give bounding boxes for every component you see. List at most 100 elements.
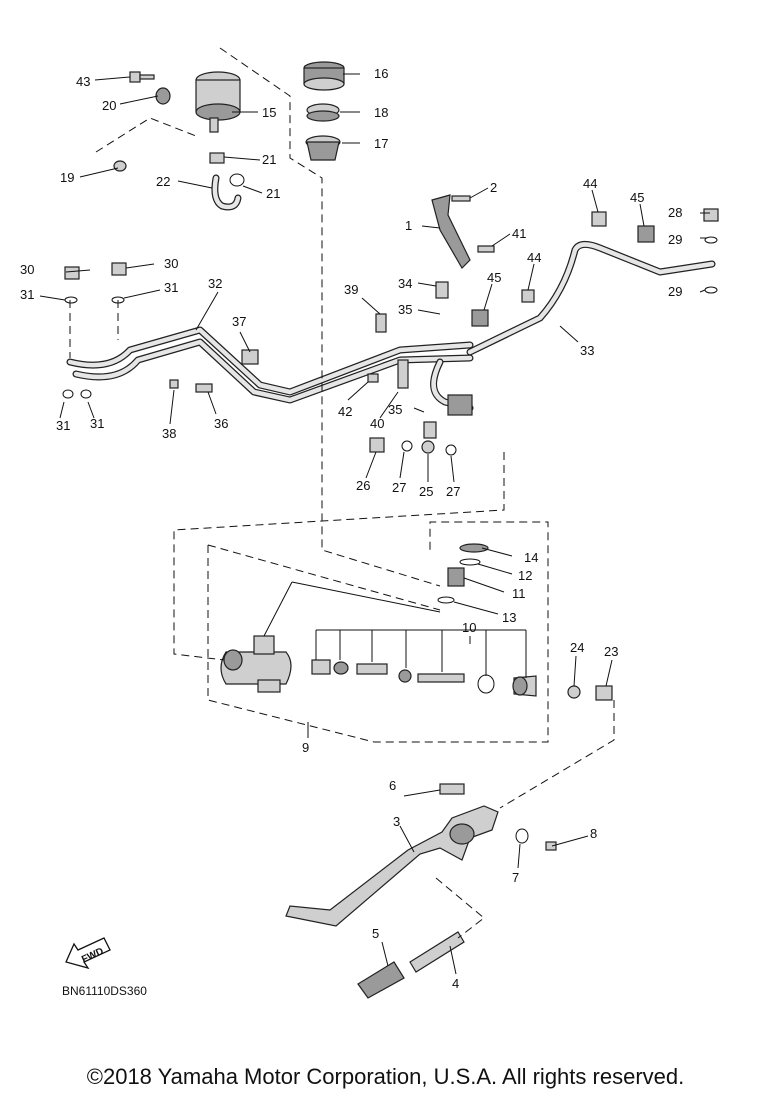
washer-31d[interactable] (80, 389, 92, 399)
callout-4: 4 (452, 976, 459, 991)
callout-2: 2 (490, 180, 497, 195)
brake-pipe-32[interactable] (66, 326, 474, 404)
fwd-arrow-icon: FWD (65, 937, 111, 970)
hose-junction[interactable] (430, 358, 474, 416)
union-bolt-30a[interactable] (64, 266, 80, 280)
callout-20: 20 (102, 98, 116, 113)
bolt-26[interactable] (369, 437, 385, 453)
callout-23: 23 (604, 644, 618, 659)
clip-36[interactable] (195, 383, 213, 393)
washer-31a[interactable] (64, 296, 78, 304)
fitting-34[interactable] (435, 281, 449, 299)
brake-pedal[interactable] (285, 805, 499, 927)
callout-25: 25 (419, 484, 433, 499)
bolt-19[interactable] (113, 160, 127, 172)
washer-29b[interactable] (704, 286, 718, 294)
callout-8: 8 (590, 826, 597, 841)
washer-27b[interactable] (445, 444, 457, 456)
brake-hose-33[interactable] (466, 241, 716, 356)
callout-19: 19 (60, 170, 74, 185)
callout-36: 36 (214, 416, 228, 431)
callout-3: 3 (393, 814, 400, 829)
callout-9: 9 (302, 740, 309, 755)
callout-31d: 31 (90, 416, 104, 431)
callout-31c: 31 (56, 418, 70, 433)
clip-37[interactable] (241, 349, 259, 365)
clip-2[interactable] (451, 195, 471, 202)
callout-31a: 31 (20, 287, 34, 302)
nut-24[interactable] (567, 685, 581, 699)
union-bolt-28[interactable] (703, 208, 719, 222)
bracket-1[interactable] (431, 194, 471, 269)
bolt-38[interactable] (169, 379, 179, 389)
callout-27b: 27 (446, 484, 460, 499)
callout-27a: 27 (392, 480, 406, 495)
callout-45b: 45 (487, 270, 501, 285)
union-bolt-30b[interactable] (111, 262, 127, 276)
cotter-pin-8[interactable] (545, 841, 557, 851)
callout-35b: 35 (388, 402, 402, 417)
union-25[interactable] (421, 440, 435, 454)
callout-39: 39 (344, 282, 358, 297)
grommet-20[interactable] (155, 87, 171, 105)
holder-45b[interactable] (471, 309, 489, 327)
callout-42: 42 (338, 404, 352, 419)
reservoir-cap[interactable] (303, 61, 345, 91)
banjo-35[interactable] (423, 421, 437, 439)
reservoir-tank[interactable] (195, 71, 241, 133)
pin-6[interactable] (439, 783, 465, 795)
callout-11: 11 (512, 586, 526, 601)
callout-26: 26 (356, 478, 370, 493)
callout-5: 5 (372, 926, 379, 941)
callout-28: 28 (668, 205, 682, 220)
callout-1: 1 (405, 218, 412, 233)
callout-30b: 30 (164, 256, 178, 271)
callout-17: 17 (374, 136, 388, 151)
callout-33: 33 (580, 343, 594, 358)
bolt-43[interactable] (129, 71, 155, 83)
callout-34: 34 (398, 276, 412, 291)
callout-41: 41 (512, 226, 526, 241)
inlet-fitting-11[interactable] (447, 567, 465, 587)
callout-44b: 44 (527, 250, 541, 265)
reservoir-hose[interactable] (211, 174, 242, 211)
cylinder-kit-10[interactable] (311, 659, 537, 697)
cap-plate[interactable] (306, 103, 340, 122)
joint-23[interactable] (595, 685, 613, 701)
callout-45a: 45 (630, 190, 644, 205)
master-cylinder[interactable] (220, 635, 292, 693)
diaphragm[interactable] (305, 135, 341, 161)
callout-32: 32 (208, 276, 222, 291)
washer-29a[interactable] (704, 236, 718, 244)
fitting-39[interactable] (375, 313, 387, 333)
callout-38: 38 (162, 426, 176, 441)
drawing-code: BN61110DS360 (62, 984, 147, 998)
callout-22: 22 (156, 174, 170, 189)
callout-35a: 35 (398, 302, 412, 317)
callout-10: 10 (462, 620, 476, 635)
washer-31c[interactable] (62, 389, 74, 399)
washer-7[interactable] (515, 828, 529, 844)
callout-14: 14 (524, 550, 538, 565)
clamp-44b[interactable] (521, 289, 535, 303)
bracket-40[interactable] (397, 359, 409, 389)
callout-16: 16 (374, 66, 388, 81)
callout-21b: 21 (266, 186, 280, 201)
callout-37: 37 (232, 314, 246, 329)
callout-29b: 29 (668, 284, 682, 299)
clamp-44a[interactable] (591, 211, 607, 227)
circlip-13[interactable] (437, 596, 455, 604)
callout-29a: 29 (668, 232, 682, 247)
callout-31b: 31 (164, 280, 178, 295)
return-spring-4[interactable] (409, 931, 465, 973)
circlip-14[interactable] (459, 543, 489, 553)
pedal-rubber-5[interactable] (357, 961, 405, 999)
bolt-42[interactable] (367, 373, 379, 383)
hose-clamps-21[interactable] (209, 152, 245, 187)
callout-15: 15 (262, 105, 276, 120)
holder-45a[interactable] (637, 225, 655, 243)
bolt-41[interactable] (477, 245, 495, 253)
washer-27a[interactable] (401, 440, 413, 452)
oring-12[interactable] (459, 558, 481, 566)
